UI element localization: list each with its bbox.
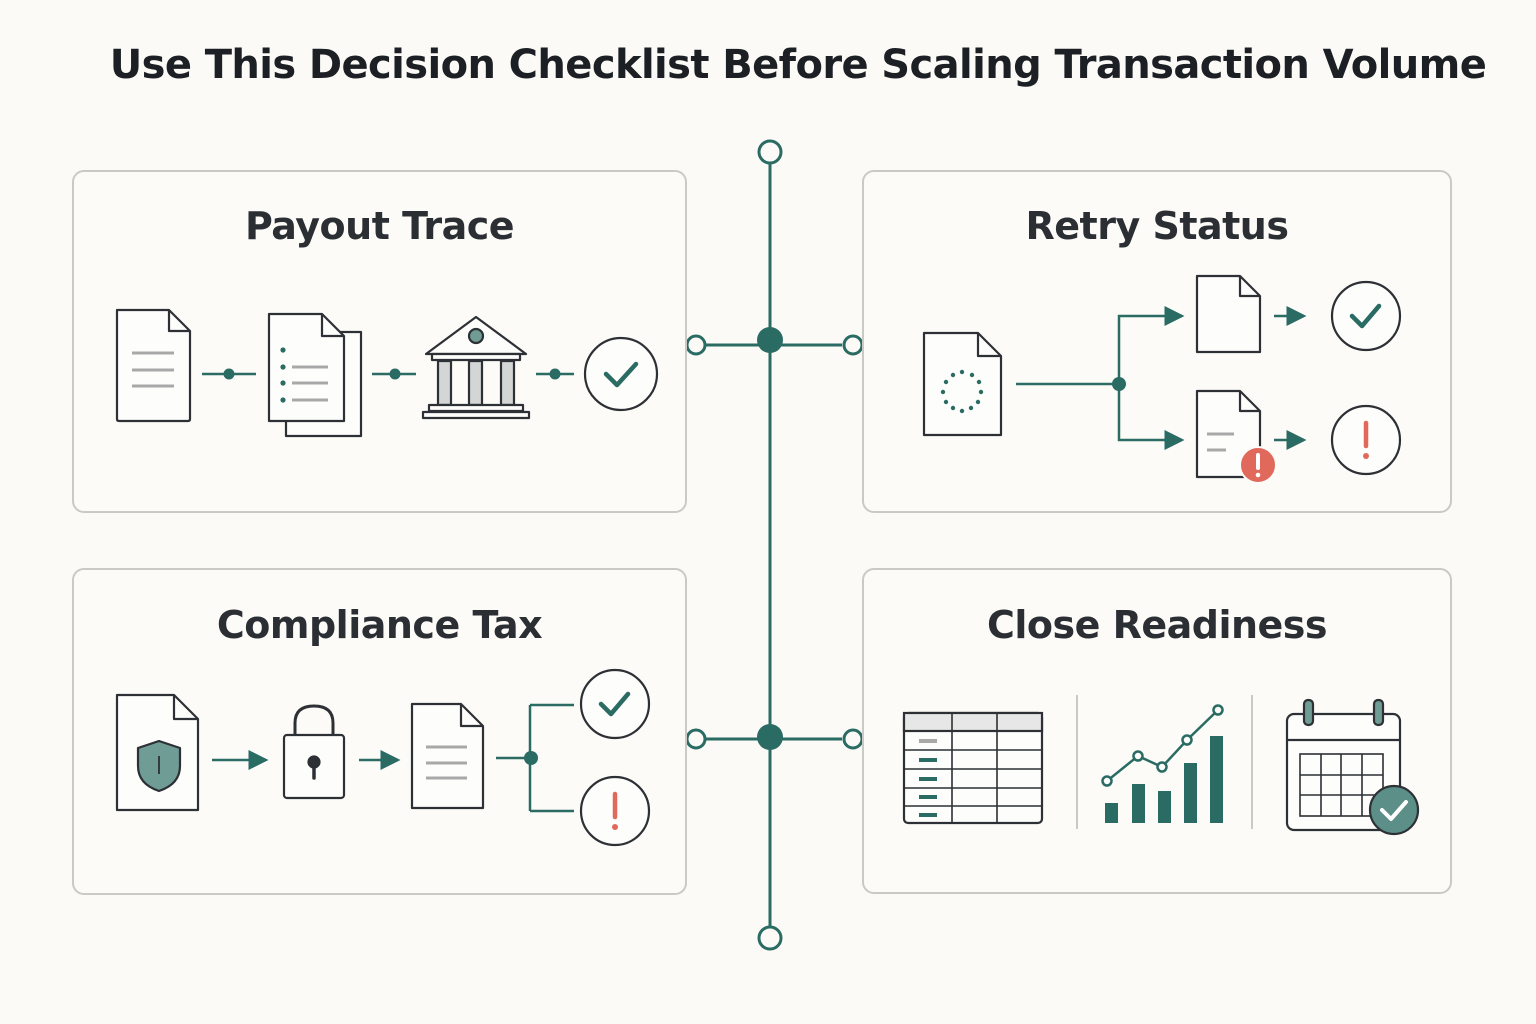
check-circle-icon xyxy=(579,668,651,740)
bank-icon xyxy=(421,315,531,420)
spine-junction-node xyxy=(757,327,783,750)
bar-chart-icon xyxy=(1101,704,1224,823)
card-compliance-tax: Compliance Tax xyxy=(72,568,687,895)
alert-circle-icon xyxy=(579,775,651,847)
card-title: Retry Status xyxy=(1025,204,1289,248)
check-circle-icon xyxy=(1330,280,1402,352)
alert-circle-icon xyxy=(1330,404,1402,476)
lock-icon xyxy=(282,704,346,800)
document-loading-icon xyxy=(922,331,1003,437)
card-title: Compliance Tax xyxy=(216,603,543,647)
document-icon xyxy=(1195,274,1262,354)
document-icon xyxy=(410,702,485,810)
card-title: Close Readiness xyxy=(986,603,1328,647)
card-retry-status: Retry Status xyxy=(862,170,1452,513)
card-payout-trace: Payout Trace xyxy=(72,170,687,513)
table-icon xyxy=(902,711,1044,825)
page-title: Use This Decision Checklist Before Scali… xyxy=(109,42,1487,88)
close-readiness-panel xyxy=(902,695,1420,836)
retry-status-flow xyxy=(922,274,1402,484)
shield-document-icon xyxy=(115,693,200,812)
document-icon xyxy=(115,308,192,423)
spine-end-node xyxy=(685,139,864,951)
card-title: Payout Trace xyxy=(244,204,515,248)
document-error-icon xyxy=(1195,389,1277,484)
compliance-tax-flow xyxy=(115,668,651,847)
document-list-icon xyxy=(267,312,363,438)
payout-trace-flow xyxy=(115,308,659,438)
calendar-check-icon xyxy=(1285,698,1420,836)
card-close-readiness: Close Readiness xyxy=(862,568,1452,894)
check-circle-icon xyxy=(583,336,659,412)
